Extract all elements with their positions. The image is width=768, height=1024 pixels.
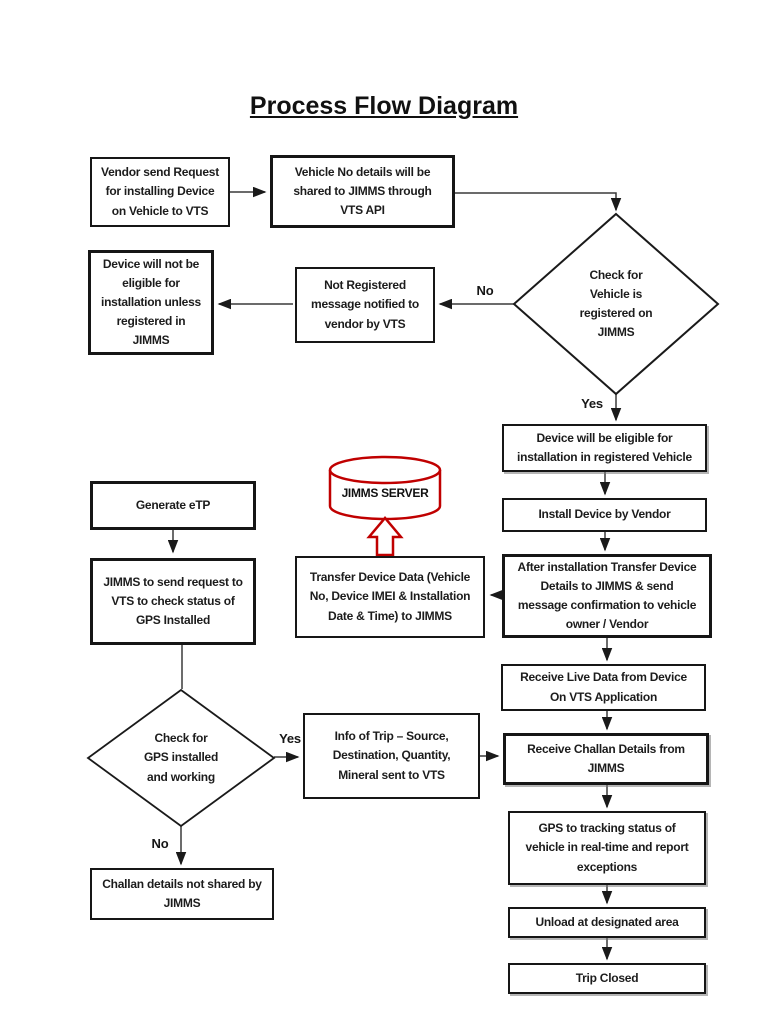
node-jimms-send-request: JIMMS to send request to VTS to check st…	[90, 558, 256, 645]
node-transfer-device-data: Transfer Device Data (Vehicle No, Device…	[295, 556, 485, 638]
node-device-eligible: Device will be eligible for installation…	[502, 424, 707, 472]
node-vehicle-details: Vehicle No details will be shared to JIM…	[270, 155, 455, 228]
edge-label-no-vehicle: No	[476, 283, 494, 298]
decision-check-gps-label: Check for GPS installed and working	[143, 731, 219, 784]
node-receive-challan: Receive Challan Details from JIMMS	[503, 733, 709, 785]
node-install-device: Install Device by Vendor	[502, 498, 707, 532]
node-gps-tracking: GPS to tracking status of vehicle in rea…	[508, 811, 706, 885]
decision-diamond-gps	[86, 688, 276, 828]
edge-label-yes-gps: Yes	[279, 731, 301, 746]
page-title: Process Flow Diagram	[249, 92, 519, 120]
node-trip-closed: Trip Closed	[508, 963, 706, 994]
node-after-installation: After installation Transfer Device Detai…	[502, 554, 712, 638]
decision-check-vehicle-label: Check for Vehicle is registered on JIMMS	[579, 267, 653, 340]
edge-label-yes-vehicle: Yes	[581, 396, 603, 411]
node-unload: Unload at designated area	[508, 907, 706, 938]
connector-vehicle-to-check	[455, 192, 622, 212]
node-not-registered-msg: Not Registered message notified to vendo…	[295, 267, 435, 343]
jimms-server-cylinder-icon	[328, 455, 442, 521]
jimms-server-label: JIMMS SERVER	[341, 486, 429, 500]
node-info-of-trip: Info of Trip – Source, Destination, Quan…	[303, 713, 480, 799]
decision-diamond-vehicle	[512, 212, 720, 396]
node-device-not-eligible: Device will not be eligible for installa…	[88, 250, 214, 355]
node-challan-not-shared: Challan details not shared by JIMMS	[90, 868, 274, 920]
node-receive-live-data: Receive Live Data from Device On VTS App…	[501, 664, 706, 711]
node-generate-etp: Generate eTP	[90, 481, 256, 530]
edge-label-no-gps: No	[151, 836, 169, 851]
block-arrow-up-icon	[366, 516, 404, 557]
node-vendor-request: Vendor send Request for installing Devic…	[90, 157, 230, 227]
